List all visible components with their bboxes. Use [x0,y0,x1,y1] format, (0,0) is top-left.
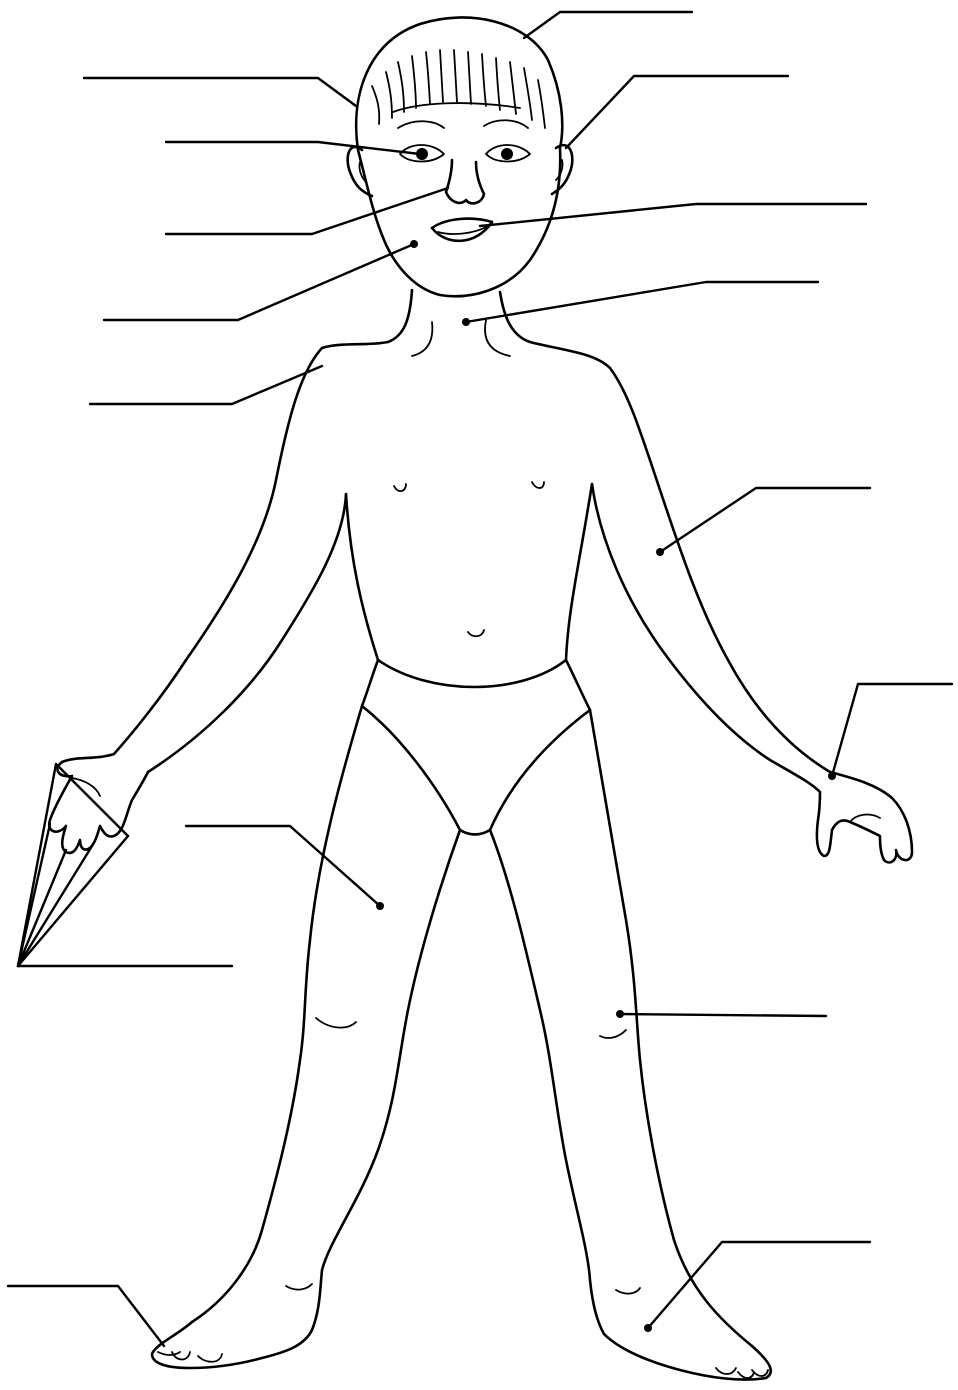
label-leaders [8,12,952,1346]
left-eyebrow [398,121,444,128]
right-arm-outer [610,368,830,772]
left-foot [152,1322,312,1368]
leader-knee [616,1010,826,1018]
right-pupil [501,148,513,160]
left-ankle [286,1284,312,1290]
nose [446,160,484,203]
hair-strands [372,50,545,128]
right-arm-inner [592,484,820,792]
leader-ear [566,76,788,148]
left-leg-outer [192,706,362,1322]
right-eyebrow [484,120,528,128]
left-nipple [394,484,406,491]
right-leg-outer [590,710,752,1346]
left-hand [49,754,148,853]
leader-neck [462,282,818,326]
right-knee-fold [600,1030,626,1038]
neck-fold-right [485,320,510,356]
leader-mouth [480,204,866,226]
left-knee-fold [316,1018,356,1028]
right-toes [716,1368,768,1378]
navel [468,630,484,636]
neck-right [500,292,610,368]
neck-fold-left [412,322,432,356]
right-hand-fold [850,815,880,822]
right-ankle [616,1288,640,1294]
leader-hand [828,684,952,780]
left-arm-inner [148,494,346,772]
leader-fingers [18,764,232,966]
left-leg-inner [312,830,460,1330]
leader-foot [644,1242,870,1332]
leader-toes [8,1286,164,1346]
left-toes [158,1352,222,1362]
leader-shoulder [90,366,322,404]
leader-eye [166,142,420,154]
neck-left [322,290,412,348]
torso-left [346,494,378,660]
right-hand [817,772,912,862]
briefs [362,660,590,835]
left-arm-outer [114,348,322,754]
leader-hair [524,12,692,38]
right-nipple [532,482,544,488]
leader-thigh [186,826,384,910]
leader-arm [656,488,870,556]
right-leg-inner [490,830,604,1334]
leader-cheek [104,240,418,320]
child-figure [49,17,912,1379]
leader-forehead [84,78,356,106]
torso-right [566,484,592,660]
leader-nose [166,188,448,234]
